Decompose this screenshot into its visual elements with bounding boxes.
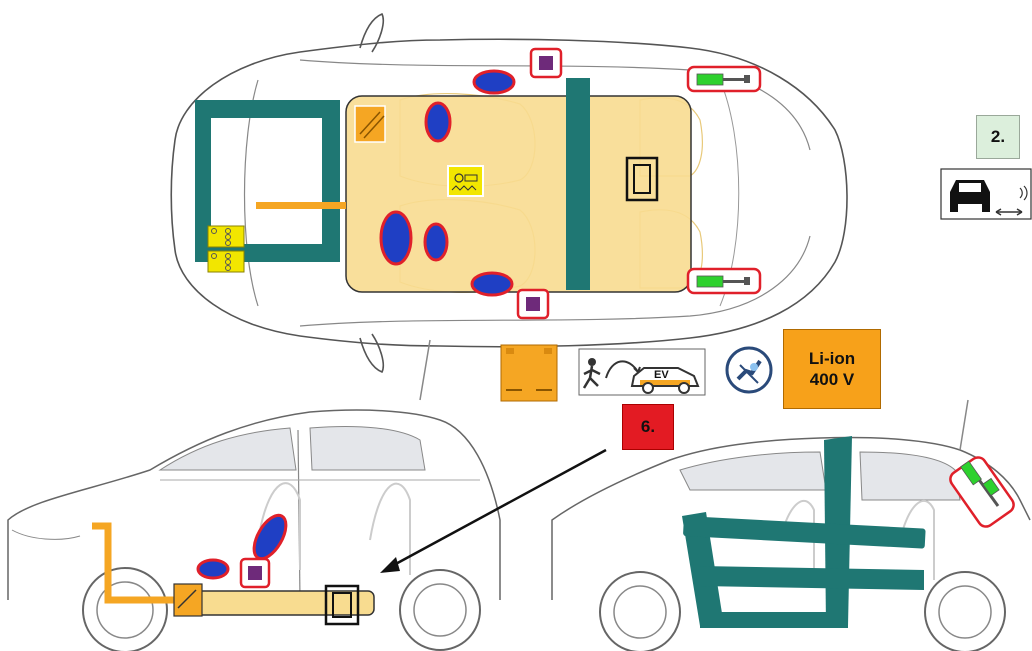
gas-strut-icon: [688, 67, 760, 293]
battery-type-label: Li-ion 400 V: [783, 329, 881, 409]
12v-battery-legend-icon: [500, 344, 558, 402]
ev-sign-text: EV: [654, 369, 669, 381]
battery-chemistry: Li-ion: [809, 348, 855, 369]
airbag-control-module-icon: [448, 166, 483, 196]
b-pillar-reinforcement: [566, 78, 590, 290]
ev-towing-icon: EV: [578, 348, 706, 396]
car-distance-icon: [940, 168, 1032, 220]
hv-cable: [256, 202, 346, 209]
step-6-badge: 6.: [622, 404, 674, 450]
battery-voltage: 400 V: [810, 369, 854, 390]
step-2-badge: 2.: [976, 115, 1020, 159]
service-plug-icon: [724, 345, 774, 395]
12v-battery-icon: [355, 106, 385, 142]
